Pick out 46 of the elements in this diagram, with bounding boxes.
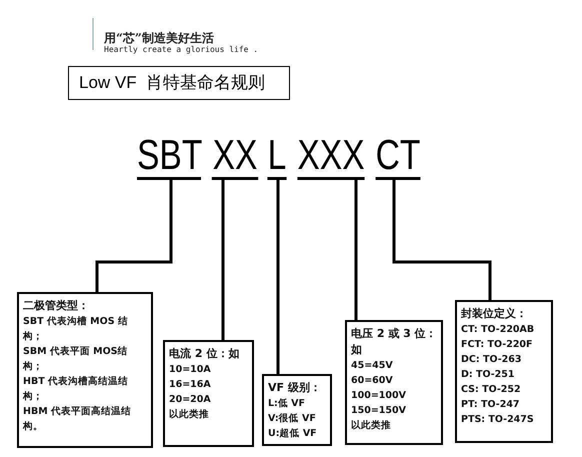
description-box (163, 340, 254, 447)
box-line: 20=20A (169, 393, 212, 407)
box-line: SBT 代表沟槽 MOS 结构； (23, 315, 129, 344)
connector-line (392, 180, 492, 300)
box-heading: VF 级别： (268, 380, 322, 396)
box-heading: 封装位定义： (461, 306, 528, 322)
box-line: 10=10A (169, 363, 212, 377)
box-line: U:超低 VF (268, 427, 318, 441)
box-line: L:低 VF (268, 397, 306, 411)
code-segment: SBT (137, 133, 201, 180)
box-line: D: TO-251 (461, 368, 516, 382)
slogan-subtext: Heartly create a glorious life . (104, 45, 258, 54)
box-line: HBT 代表沟槽高结温结构； (23, 374, 129, 404)
code-segment: CT (376, 133, 420, 180)
code-segment: XXX (297, 133, 365, 180)
box-line: 60=60V (351, 374, 394, 388)
description-box (455, 300, 553, 443)
box-line: CT: TO-220AB (461, 323, 536, 337)
description-box (262, 374, 332, 446)
box-heading: 二极管类型： (23, 298, 90, 314)
box-line: PTS: TO-247S (461, 413, 535, 427)
box-heading: 电流 2 位：如 (169, 346, 240, 362)
box-line: CS: TO-252 (461, 383, 522, 397)
box-line: 16=16A (169, 378, 212, 392)
box-line: 100=100V (351, 389, 407, 403)
connector-line (276, 180, 280, 374)
slogan-text: 用“芯”制造美好生活 (104, 30, 214, 46)
title-box: Low VF 肖特基命名规则 (68, 66, 290, 100)
box-line: HBM 代表平面高结温结构。 (23, 404, 132, 434)
description-box (345, 320, 443, 445)
box-line: PT: TO-247 (461, 398, 521, 412)
box-line: FCT: TO-220F (461, 338, 534, 352)
connector-line (354, 180, 358, 320)
connector-line (96, 180, 172, 292)
box-line: 150=150V (351, 404, 407, 418)
box-line: DC: TO-263 (461, 353, 522, 367)
code-segment: L (267, 133, 287, 180)
box-line: V:很低 VF (268, 412, 317, 426)
box-line: 以此类推 (351, 419, 392, 433)
code-segment: XX (212, 133, 258, 180)
box-line: 45=45V (351, 359, 394, 373)
connector-line (222, 180, 224, 340)
box-heading: 电压 2 或 3 位：如 (351, 326, 437, 358)
box-line: SBM 代表平面 MOS结构； (23, 345, 129, 374)
description-box (17, 292, 153, 448)
box-line: 以此类推 (169, 408, 210, 422)
